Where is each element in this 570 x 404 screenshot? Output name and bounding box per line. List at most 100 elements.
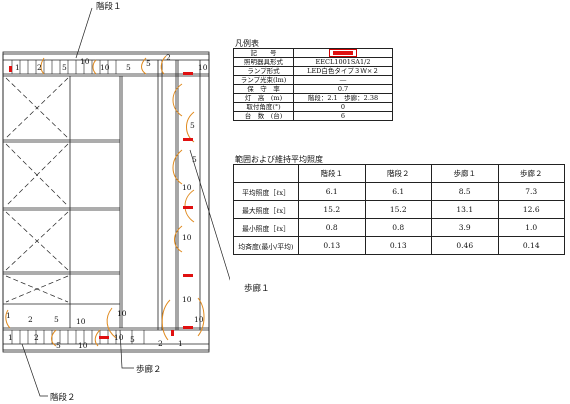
isolux-contours	[5, 55, 205, 347]
column-header: 階段１	[298, 164, 366, 183]
plan-linework	[5, 275, 69, 303]
plan-linework	[5, 143, 69, 207]
row-label: 均斉度(最小/平均)	[233, 236, 299, 255]
contour-label: 10	[182, 295, 192, 304]
contour-label: 10	[198, 63, 208, 72]
plan-linework	[161, 299, 171, 341]
legend-row: 記 号	[233, 48, 393, 58]
table-cell: 7.3	[497, 182, 565, 201]
contour-labels: 1 2 5 10 10 5 5 2 10 5 5 10 10 10 1 2 5 …	[6, 53, 208, 350]
plan-linework	[94, 329, 101, 347]
legend-value: 0.7	[293, 84, 393, 94]
table-cell: 3.9	[431, 218, 499, 237]
plan-linework	[5, 77, 69, 139]
table-cell: 15.2	[298, 200, 366, 219]
plan-linework	[92, 59, 97, 75]
contour-label: 2	[28, 315, 33, 324]
luminaire-mark	[9, 66, 12, 72]
table-cell: 6.1	[298, 182, 366, 201]
legend-label: 記 号	[233, 48, 294, 58]
legend-value: 階段：2.1 歩廊：2.38	[293, 93, 393, 103]
luminaire-mark	[183, 72, 193, 75]
plan-linework	[21, 7, 230, 397]
contour-label: 2	[34, 333, 39, 342]
contour-label: 1	[8, 333, 13, 342]
legend-title: 凡例表	[235, 39, 259, 48]
plan-linework	[2, 53, 210, 351]
legend-row: 取付角度(°)0	[233, 102, 393, 112]
luminaire-mark	[99, 336, 109, 339]
contour-label: 10	[194, 315, 204, 324]
table-cell: 8.5	[431, 182, 499, 201]
table-cell: 12.6	[497, 200, 565, 219]
contour-label: 2	[166, 53, 171, 62]
contour-label: 5	[126, 63, 131, 72]
table-cell: 0.13	[364, 236, 432, 255]
contour-label: 5	[192, 155, 197, 164]
legend-row: 台 数 (台)6	[233, 111, 393, 121]
callout-corridor1: 歩廊１	[244, 284, 270, 294]
luminaires	[9, 66, 193, 339]
table-cell: 0.14	[497, 236, 565, 255]
callout-stair2: 階段２	[50, 392, 76, 403]
contour-label: 2	[158, 339, 163, 348]
contour-label: 1	[15, 63, 20, 72]
plan-linework	[197, 297, 205, 337]
legend-label: 照明器具形式	[233, 57, 294, 67]
contour-label: 5	[146, 59, 151, 68]
plan-linework	[5, 309, 11, 329]
contour-label: 10	[78, 341, 88, 350]
contour-label: 1	[178, 339, 183, 348]
plan-linework	[5, 77, 69, 303]
plan-linework	[119, 329, 134, 369]
plan-linework	[75, 7, 93, 59]
luminaire-mark	[183, 206, 193, 209]
luminaire-mark	[183, 326, 193, 329]
legend-label: 台 数 (台)	[233, 111, 294, 121]
contour-label: 10	[117, 309, 127, 318]
contour-label: 10	[182, 183, 192, 192]
illuminance-title: 範囲および維持平均照度	[235, 155, 323, 164]
legend-row: 灯 高 (m)階段：2.1 歩廊：2.38	[233, 93, 393, 103]
plan-linework	[2, 51, 210, 353]
legend-label: 灯 高 (m)	[233, 93, 294, 103]
plan-linework	[106, 307, 117, 339]
luminaire-mark	[183, 138, 193, 141]
legend-value: ―	[293, 75, 393, 85]
luminaire-symbol-icon	[329, 49, 357, 57]
plan-linework	[189, 149, 230, 281]
table-cell: 0.13	[298, 236, 366, 255]
contour-label: 2	[37, 63, 42, 72]
legend-value: LED白色タイプ３Ｗ×２	[293, 66, 393, 76]
legend-label: 保 守 率	[233, 84, 294, 94]
row-label: 最大照度［ℓx］	[233, 200, 299, 219]
contour-label: 5	[62, 63, 67, 72]
plan-linework	[5, 211, 69, 271]
contour-label: 5	[56, 341, 61, 350]
luminaire-mark	[171, 330, 174, 336]
contour-label: 10	[100, 63, 110, 72]
callout-corridor2: 歩廊２	[136, 364, 162, 375]
plan-linework	[172, 83, 183, 117]
plan-linework	[141, 57, 147, 75]
table-cell: 0.46	[431, 236, 499, 255]
plan-linework	[40, 57, 45, 75]
legend-label: ランプ光束(lm)	[233, 75, 294, 85]
legend-label: 取付角度(°)	[233, 102, 294, 112]
table-cell: 13.1	[431, 200, 499, 219]
plan-linework	[174, 225, 183, 253]
table-cell: 0.8	[364, 218, 432, 237]
table-cell: 6.1	[364, 182, 432, 201]
table-cell: 1.0	[497, 218, 565, 237]
contour-label: 5	[130, 335, 135, 344]
column-header	[233, 164, 299, 183]
floor-plan: 1 2 5 10 10 5 5 2 10 5 5 10 10 10 1 2 5 …	[2, 1, 230, 403]
